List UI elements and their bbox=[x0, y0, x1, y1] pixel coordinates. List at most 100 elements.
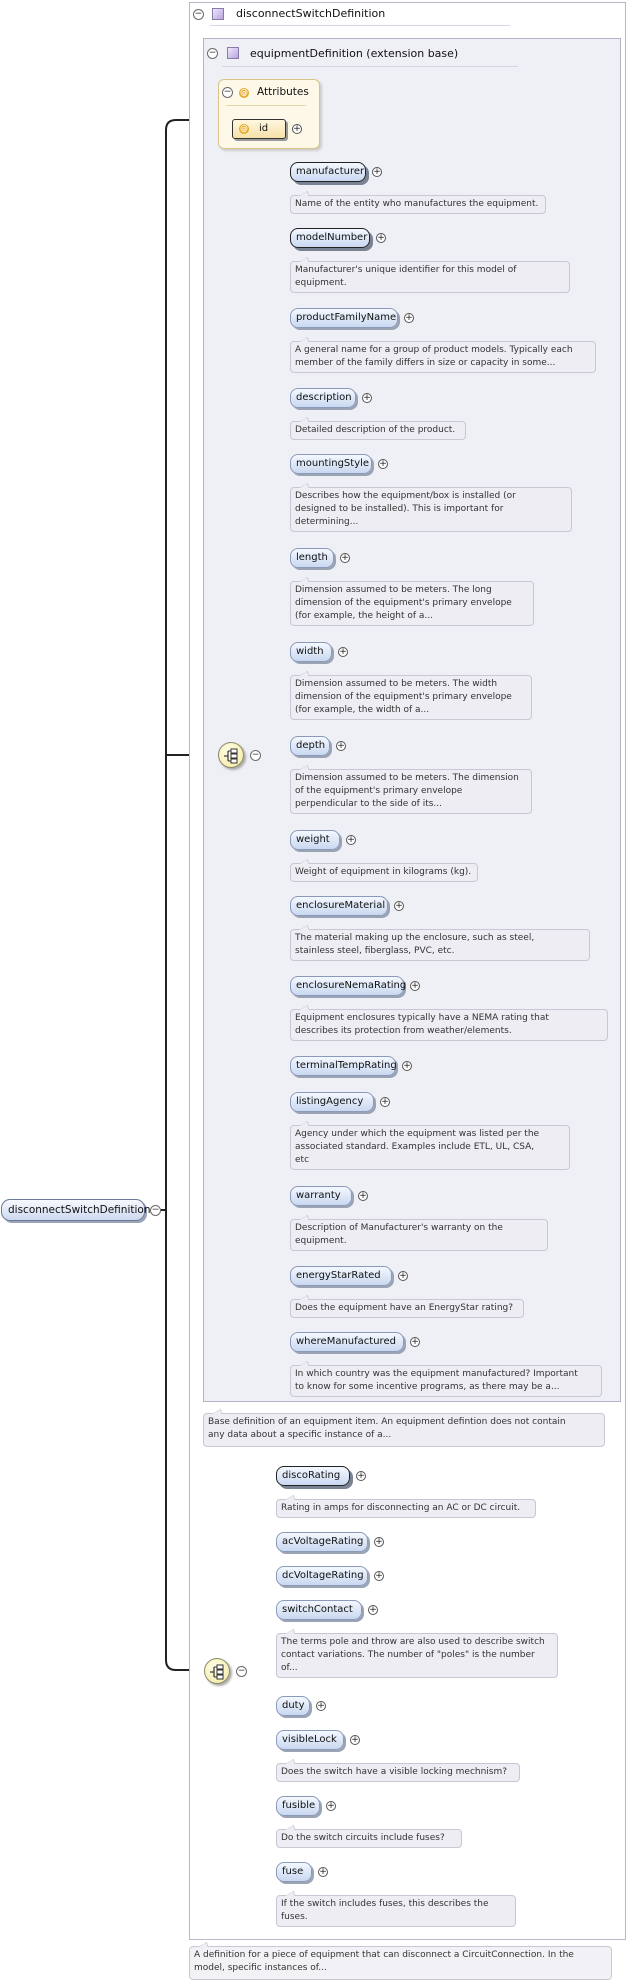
element-label: dcVoltageRating bbox=[282, 1570, 364, 1581]
element-label: acVoltageRating bbox=[282, 1536, 364, 1547]
type-doc: A definition for a piece of equipment th… bbox=[189, 1946, 612, 1980]
extension-doc: Base definition of an equipment item. An… bbox=[203, 1413, 605, 1447]
attribute-id-expand-icon[interactable]: + bbox=[292, 124, 302, 134]
doc-line: Describes how the equipment/box is insta… bbox=[295, 491, 516, 501]
element-terminalTempRating[interactable]: terminalTempRating bbox=[290, 1056, 397, 1076]
element-energyStarRated[interactable]: energyStarRated bbox=[290, 1266, 392, 1286]
expand-plus-icon[interactable]: + bbox=[376, 233, 386, 243]
type-title: disconnectSwitchDefinition bbox=[236, 7, 386, 20]
element-label: modelNumber bbox=[296, 232, 368, 243]
element-label: mountingStyle bbox=[296, 458, 370, 469]
expand-plus-icon[interactable]: + bbox=[350, 1735, 360, 1745]
element-acVoltageRating[interactable]: acVoltageRating bbox=[276, 1532, 368, 1552]
element-doc: The material making up the enclosure, su… bbox=[290, 929, 590, 961]
expand-plus-icon[interactable]: + bbox=[404, 313, 414, 323]
element-doc: Does the switch have a visible locking m… bbox=[276, 1763, 520, 1782]
doc-line: Rating in amps for disconnecting an AC o… bbox=[281, 1503, 521, 1513]
element-label: enclosureMaterial bbox=[296, 900, 386, 911]
expand-plus-icon[interactable]: + bbox=[378, 459, 388, 469]
element-doc: Describes how the equipment/box is insta… bbox=[290, 487, 572, 532]
doc-line: dimension of the equipment's primary env… bbox=[295, 692, 512, 702]
doc-line: fuses. bbox=[281, 1912, 308, 1922]
expand-plus-icon[interactable]: + bbox=[356, 1471, 366, 1481]
element-modelNumber[interactable]: modelNumber bbox=[290, 228, 370, 248]
sequence-glyph bbox=[224, 748, 238, 764]
element-doc: Does the equipment have an EnergyStar ra… bbox=[290, 1299, 524, 1318]
element-duty[interactable]: duty bbox=[276, 1696, 310, 1716]
element-whereManufactured[interactable]: whereManufactured bbox=[290, 1332, 404, 1352]
element-warranty[interactable]: warranty bbox=[290, 1186, 352, 1206]
expand-plus-icon[interactable]: + bbox=[398, 1271, 408, 1281]
expand-plus-icon[interactable]: + bbox=[318, 1867, 328, 1877]
element-productFamilyName[interactable]: productFamilyName bbox=[290, 308, 398, 328]
attributes-divider bbox=[226, 105, 306, 106]
element-manufacturer[interactable]: manufacturer bbox=[290, 162, 366, 182]
doc-line: (for example, the width of a... bbox=[295, 705, 430, 715]
doc-line: If the switch includes fuses, this descr… bbox=[281, 1899, 489, 1909]
sequence2-collapse-icon[interactable]: − bbox=[236, 1666, 247, 1677]
element-description[interactable]: description bbox=[290, 388, 356, 408]
doc-line: describes its protection from weather/el… bbox=[295, 1026, 512, 1036]
attribute-id[interactable]: @ id bbox=[232, 119, 286, 139]
root-element[interactable]: disconnectSwitchDefinition bbox=[1, 1199, 150, 1221]
doc-line: dimension of the equipment's primary env… bbox=[295, 598, 512, 608]
expand-plus-icon[interactable]: + bbox=[316, 1701, 326, 1711]
element-label: whereManufactured bbox=[296, 1336, 396, 1347]
element-fuse[interactable]: fuse bbox=[276, 1862, 312, 1882]
element-listingAgency[interactable]: listingAgency bbox=[290, 1092, 374, 1112]
doc-line: Dimension assumed to be meters. The long bbox=[295, 585, 492, 595]
element-depth[interactable]: depth bbox=[290, 736, 330, 756]
root-collapse-icon[interactable]: − bbox=[150, 1205, 161, 1216]
attributes-collapse-icon[interactable]: − bbox=[222, 87, 233, 98]
element-label: warranty bbox=[296, 1190, 341, 1201]
doc-line: member of the family differs in size or … bbox=[295, 358, 556, 368]
doc-line: Weight of equipment in kilograms (kg). bbox=[295, 867, 472, 877]
expand-plus-icon[interactable]: + bbox=[336, 741, 346, 751]
expand-plus-icon[interactable]: + bbox=[326, 1801, 336, 1811]
element-weight[interactable]: weight bbox=[290, 830, 340, 850]
expand-plus-icon[interactable]: + bbox=[372, 167, 382, 177]
expand-plus-icon[interactable]: + bbox=[374, 1537, 384, 1547]
element-doc: In which country was the equipment manuf… bbox=[290, 1365, 602, 1397]
element-width[interactable]: width bbox=[290, 642, 332, 662]
element-enclosureMaterial[interactable]: enclosureMaterial bbox=[290, 896, 388, 916]
doc-line: The material making up the enclosure, su… bbox=[295, 933, 535, 943]
element-fusible[interactable]: fusible bbox=[276, 1796, 320, 1816]
doc-line: Dimension assumed to be meters. The dime… bbox=[295, 773, 519, 783]
expand-plus-icon[interactable]: + bbox=[362, 393, 372, 403]
extension-collapse-icon[interactable]: − bbox=[207, 48, 218, 59]
expand-plus-icon[interactable]: + bbox=[402, 1061, 412, 1071]
element-doc: Detailed description of the product. bbox=[290, 421, 466, 440]
expand-plus-icon[interactable]: + bbox=[340, 553, 350, 563]
expand-plus-icon[interactable]: + bbox=[394, 901, 404, 911]
element-visibleLock[interactable]: visibleLock bbox=[276, 1730, 344, 1750]
expand-plus-icon[interactable]: + bbox=[358, 1191, 368, 1201]
expand-plus-icon[interactable]: + bbox=[380, 1097, 390, 1107]
element-length[interactable]: length bbox=[290, 548, 334, 568]
element-doc: Do the switch circuits include fuses? bbox=[276, 1829, 462, 1848]
extension-title-divider bbox=[222, 66, 518, 67]
element-doc: Manufacturer's unique identifier for thi… bbox=[290, 261, 570, 293]
element-label: width bbox=[296, 646, 324, 657]
doc-line: Manufacturer's unique identifier for thi… bbox=[295, 265, 517, 275]
element-discoRating[interactable]: discoRating bbox=[276, 1466, 350, 1486]
connector-line bbox=[165, 119, 218, 131]
element-dcVoltageRating[interactable]: dcVoltageRating bbox=[276, 1566, 368, 1586]
element-switchContact[interactable]: switchContact bbox=[276, 1600, 362, 1620]
sequence-compositor-icon-2[interactable] bbox=[204, 1658, 230, 1684]
extension-doc-line-1: Base definition of an equipment item. An… bbox=[208, 1417, 566, 1427]
doc-line: Description of Manufacturer's warranty o… bbox=[295, 1223, 503, 1233]
root-element-label: disconnectSwitchDefinition bbox=[8, 1204, 151, 1216]
expand-plus-icon[interactable]: + bbox=[410, 981, 420, 991]
type-collapse-icon[interactable]: − bbox=[193, 9, 204, 20]
doc-line: determining... bbox=[295, 517, 359, 527]
expand-plus-icon[interactable]: + bbox=[374, 1571, 384, 1581]
element-mountingStyle[interactable]: mountingStyle bbox=[290, 454, 372, 474]
expand-plus-icon[interactable]: + bbox=[338, 647, 348, 657]
sequence1-collapse-icon[interactable]: − bbox=[250, 750, 261, 761]
expand-plus-icon[interactable]: + bbox=[368, 1605, 378, 1615]
sequence-compositor-icon[interactable] bbox=[218, 742, 244, 768]
expand-plus-icon[interactable]: + bbox=[410, 1337, 420, 1347]
element-enclosureNemaRating[interactable]: enclosureNemaRating bbox=[290, 976, 406, 996]
expand-plus-icon[interactable]: + bbox=[346, 835, 356, 845]
